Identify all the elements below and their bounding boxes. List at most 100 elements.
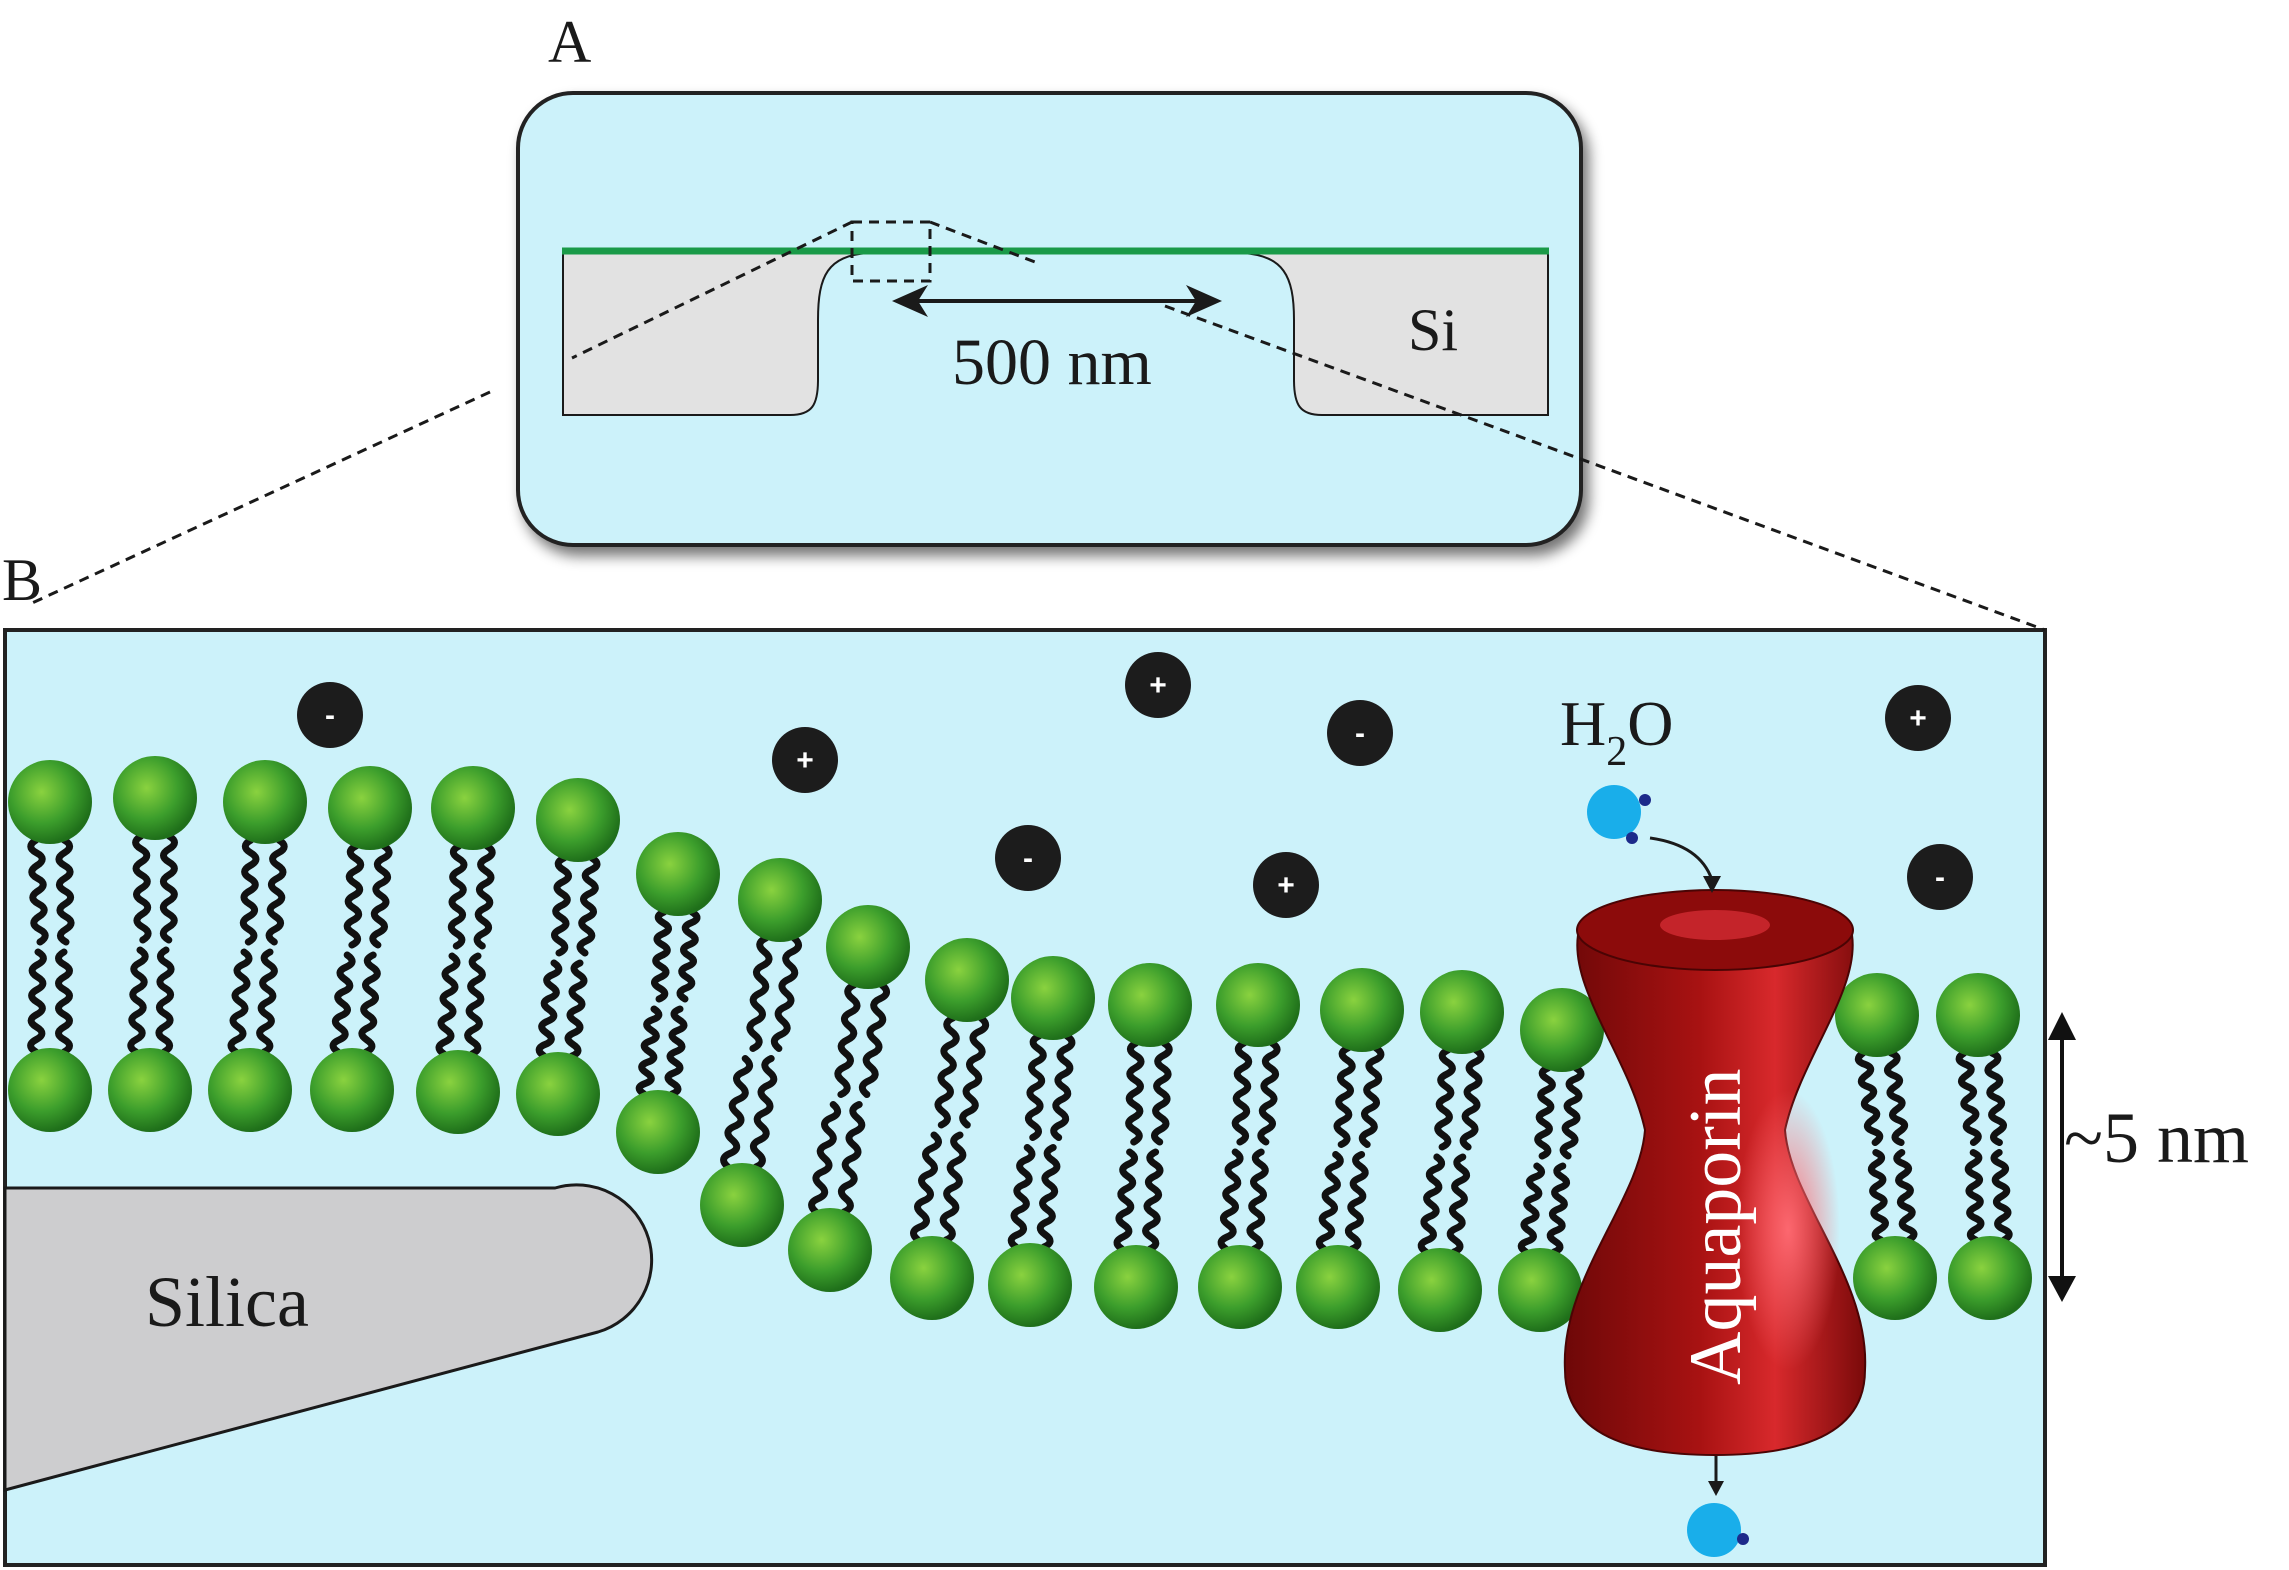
lipid-tail <box>1434 1046 1456 1151</box>
lipid-tail <box>132 832 152 944</box>
lipid-tail <box>551 854 572 957</box>
lipid-tail <box>1036 1144 1061 1251</box>
lipid-tail <box>239 836 260 946</box>
lipid-head-outer <box>925 938 1009 1022</box>
panel-b-letter: B <box>2 547 42 613</box>
lipid-tail <box>959 1014 990 1129</box>
lipid-tail <box>651 908 672 1003</box>
lipid-tail <box>256 948 278 1056</box>
lipid-head-inner <box>208 1048 292 1132</box>
scale-arrowhead-right <box>1186 285 1222 317</box>
anion: - <box>297 682 363 748</box>
lipid-head-outer <box>636 832 720 916</box>
substrate-label: Si <box>1408 297 1458 363</box>
zoom-connector-left-outer <box>29 390 491 606</box>
lipid-tail <box>720 1055 754 1171</box>
zoom-region-box <box>850 220 932 283</box>
lipid-tail <box>127 946 149 1056</box>
lipid-tail <box>159 832 178 944</box>
lipid-tail <box>358 951 381 1056</box>
lipid-head-outer <box>826 905 910 989</box>
lipid-tail <box>1867 1149 1889 1244</box>
lipid-head-inner <box>1498 1248 1582 1332</box>
scale-label: 500 nm <box>952 326 1152 399</box>
lipid-head-inner <box>1853 1236 1937 1320</box>
lipid-tail <box>746 934 773 1052</box>
lipid-tail <box>1257 1039 1281 1146</box>
lipid-tail <box>1142 1148 1164 1253</box>
lipid-tail <box>1315 1151 1344 1253</box>
lipid-head-outer <box>8 760 92 844</box>
lipid-head-inner <box>890 1236 974 1320</box>
lipid-tail <box>1246 1148 1269 1253</box>
lipid-tail <box>55 836 75 946</box>
lipid-tail <box>155 946 175 1056</box>
lipid-tail <box>1333 1044 1356 1148</box>
lipid-head-inner <box>1398 1248 1482 1332</box>
lipid-head-inner <box>108 1048 192 1132</box>
lipid-tail <box>664 1005 688 1098</box>
lipid-head-outer <box>1420 970 1504 1054</box>
lipid-tail <box>464 952 486 1058</box>
lipid-tail <box>1517 1162 1546 1256</box>
ion-charge-label: - <box>1935 861 1945 894</box>
ion-charge-label: + <box>796 744 814 777</box>
water-label: H2O <box>1560 688 1673 775</box>
lipid-head-inner <box>1948 1236 2032 1320</box>
lipid-tail <box>834 981 861 1098</box>
lipid-head-inner <box>1094 1245 1178 1329</box>
aquaporin-label: Aquaporin <box>1675 1069 1757 1386</box>
lipid-head-outer <box>1216 963 1300 1047</box>
panel-a-frame <box>516 91 1583 547</box>
lipid-tail <box>27 948 47 1056</box>
lipid-tail <box>1990 1149 2013 1244</box>
water-molecule-out <box>1687 1503 1749 1557</box>
silicon-substrate-left <box>562 252 869 416</box>
lipid-tail <box>1217 1148 1244 1253</box>
panel-b: B Silica Aquaporin H2O <box>2 547 2249 1567</box>
lipid-head-inner <box>700 1163 784 1247</box>
lipid-tail <box>910 1131 942 1244</box>
lipid-tail <box>635 1005 663 1098</box>
zoom-connectors <box>29 220 2046 632</box>
lipid-tail <box>939 1131 967 1244</box>
lipid-head-outer <box>1108 963 1192 1047</box>
lipid-tail <box>329 951 356 1056</box>
cation: + <box>1125 652 1191 718</box>
lipid-tail <box>749 1055 778 1171</box>
ion-charge-label: - <box>1355 717 1365 750</box>
lipid-head-inner <box>310 1048 394 1132</box>
lipid-tail <box>576 854 601 957</box>
lipid-tail <box>435 952 461 1058</box>
thickness-arrowhead-top <box>2048 1012 2076 1040</box>
lipid-tail <box>1151 1039 1173 1146</box>
lipid-tail <box>369 842 393 949</box>
lipid-tail <box>1125 1039 1145 1146</box>
water-molecule-in <box>1587 785 1651 844</box>
lipid-tail <box>343 842 365 949</box>
lipid-tail <box>447 842 468 950</box>
lipid-head-inner <box>416 1050 500 1134</box>
lipid-tail <box>1344 1151 1369 1253</box>
lipid-tail <box>1964 1149 1985 1244</box>
lipid-tail <box>1231 1039 1253 1146</box>
lipid-head-outer <box>1320 968 1404 1052</box>
lipid-tail <box>27 836 49 946</box>
ion-charge-label: + <box>1909 702 1927 735</box>
lipid-tail <box>676 908 701 1003</box>
water-path-arrowhead <box>1703 876 1721 893</box>
lipid-head-outer <box>1936 973 2020 1057</box>
lipid-tail <box>1546 1162 1571 1256</box>
lipid-tail <box>473 842 496 950</box>
water-exit-arrowhead <box>1708 1481 1724 1496</box>
lipid-head-outer <box>1520 988 1604 1072</box>
lipid-tail <box>535 959 563 1060</box>
water-path-arrow <box>1649 836 1714 881</box>
lipid-tail <box>1854 1049 1884 1146</box>
cation: + <box>772 727 838 793</box>
lipid-tail <box>1024 1032 1047 1141</box>
lipid-tail <box>1007 1144 1036 1251</box>
cation: + <box>1885 685 1951 751</box>
zoom-connector-right-inner <box>929 220 1036 264</box>
lipid-head-outer <box>1011 956 1095 1040</box>
